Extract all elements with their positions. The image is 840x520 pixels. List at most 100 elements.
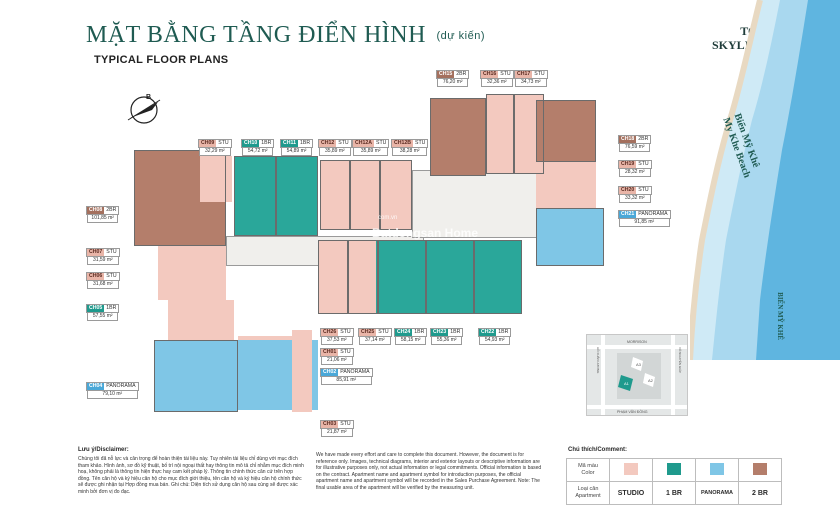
unit-type: PANORAMA (340, 369, 370, 375)
unit-area: 21,06 m² (321, 357, 353, 365)
unit-area: 38,28 m² (392, 148, 428, 156)
wall-ch08 (134, 150, 226, 246)
unit-ch03[interactable] (292, 330, 312, 412)
wall-ch10 (234, 156, 276, 236)
unit-code: CH12A (353, 140, 375, 147)
unit-type: PANORAMA (638, 211, 668, 217)
unit-type: 1BR (450, 329, 461, 335)
unit-type: STU (340, 349, 351, 355)
unit-ch18[interactable] (536, 100, 596, 162)
unit-code: CH25 (359, 329, 377, 336)
unit-code: CH04 (87, 383, 105, 390)
wall-ch12a (350, 160, 380, 230)
unit-code: CH20 (619, 187, 637, 194)
unit-ch21[interactable] (536, 208, 604, 266)
wall-ch11 (276, 156, 318, 236)
unit-ch07[interactable] (158, 246, 226, 274)
title-text: MẶT BẰNG TẦNG ĐIỂN HÌNH (86, 22, 426, 48)
unit-area: 79,10 m² (87, 391, 138, 399)
unit-code: CH01 (321, 349, 339, 356)
unit-code: CH21 (619, 211, 637, 218)
legend-type-studio: STUDIO (609, 481, 653, 505)
unit-type: 2BR (638, 136, 649, 142)
unit-ch05[interactable] (168, 300, 234, 340)
unit-area: 37,53 m² (321, 337, 353, 345)
unit-ch24-ch22[interactable] (376, 240, 522, 314)
legend-title: Chú thích/Comment: (568, 447, 627, 453)
page-subtitle: TYPICAL FLOOR PLANS (94, 54, 229, 66)
unit-ch06[interactable] (158, 274, 226, 300)
disclaimer-en: We have made every effort and care to co… (316, 452, 542, 491)
unit-type: 1BR (414, 329, 425, 335)
sea-illustration (690, 0, 840, 360)
map-block-a2: A2 (648, 378, 654, 383)
unit-area: 37,14 m² (359, 337, 391, 345)
unit-code: CH23 (431, 329, 449, 336)
unit-type: 1BR (498, 329, 509, 335)
legend: Mã màu Color Loại căn Apartment STUDIO 1… (566, 458, 782, 505)
unit-area: 31,59 m² (87, 257, 119, 265)
map-side-label: BIỂN MỸ KHÊ (776, 292, 784, 340)
wall-ch12b (380, 160, 412, 230)
wall-ch22 (474, 240, 522, 314)
unit-type: 1BR (261, 140, 272, 146)
unit-code: CH08 (87, 207, 105, 214)
legend-type-pano: PANORAMA (695, 481, 739, 505)
legend-color-header: Mã màu Color (566, 458, 610, 482)
unit-ch19-ch20[interactable] (536, 162, 596, 208)
unit-type: STU (378, 329, 389, 335)
unit-code: CH12B (392, 140, 414, 147)
unit-type: STU (638, 161, 649, 167)
unit-ch12-group[interactable] (320, 160, 412, 230)
legend-swatch-1br (652, 458, 696, 482)
legend-table: Mã màu Color Loại căn Apartment STUDIO 1… (566, 458, 782, 505)
unit-type: 1BR (299, 140, 311, 146)
unit-code: CH19 (619, 161, 637, 168)
unit-code: CH02 (321, 369, 339, 376)
unit-type: STU (340, 421, 351, 427)
location-map: A3 A2 A1 MORRISON PHẠM VĂN ĐỒNG VÕ NGUYÊ… (586, 334, 688, 416)
core-elevators (412, 170, 538, 238)
unit-area: 54,72 m² (242, 148, 274, 156)
map-block-a1: A1 (624, 381, 630, 386)
unit-area: 32,29 m² (199, 148, 231, 156)
map-road-ho-xuan-huong: HỒ XUÂN HƯƠNG (596, 347, 601, 374)
wall-ch24 (378, 240, 426, 314)
unit-code: CH18 (619, 136, 637, 143)
unit-code: CH09 (199, 140, 217, 147)
unit-area: 58,15 m² (395, 337, 427, 345)
unit-type: 2BR (456, 71, 467, 77)
unit-type: STU (415, 140, 426, 146)
unit-type: STU (218, 140, 229, 146)
unit-code: CH12 (319, 140, 337, 147)
unit-type: STU (340, 329, 351, 335)
wall-ch18 (536, 100, 596, 162)
unit-ch15[interactable] (430, 98, 486, 176)
unit-area: 55,36 m² (431, 337, 463, 345)
wall-ch17 (514, 94, 544, 174)
unit-ch09[interactable] (200, 156, 232, 202)
legend-type-header: Loại căn Apartment (566, 481, 610, 505)
unit-area: 34,73 m² (515, 79, 547, 87)
unit-area: 91,85 m² (619, 219, 670, 227)
unit-ch16-ch17[interactable] (486, 94, 544, 174)
unit-ch04[interactable] (154, 340, 238, 412)
unit-type: STU (338, 140, 349, 146)
wall-ch23 (426, 240, 474, 314)
unit-area: 57,55 m² (87, 313, 119, 321)
wall-ch25 (348, 240, 378, 314)
wall-ch12 (320, 160, 350, 230)
unit-area: 85,91 m² (321, 377, 372, 385)
map-road-morrison: MORRISON (627, 340, 647, 344)
unit-code: CH26 (321, 329, 339, 336)
wall-ch21 (536, 208, 604, 266)
